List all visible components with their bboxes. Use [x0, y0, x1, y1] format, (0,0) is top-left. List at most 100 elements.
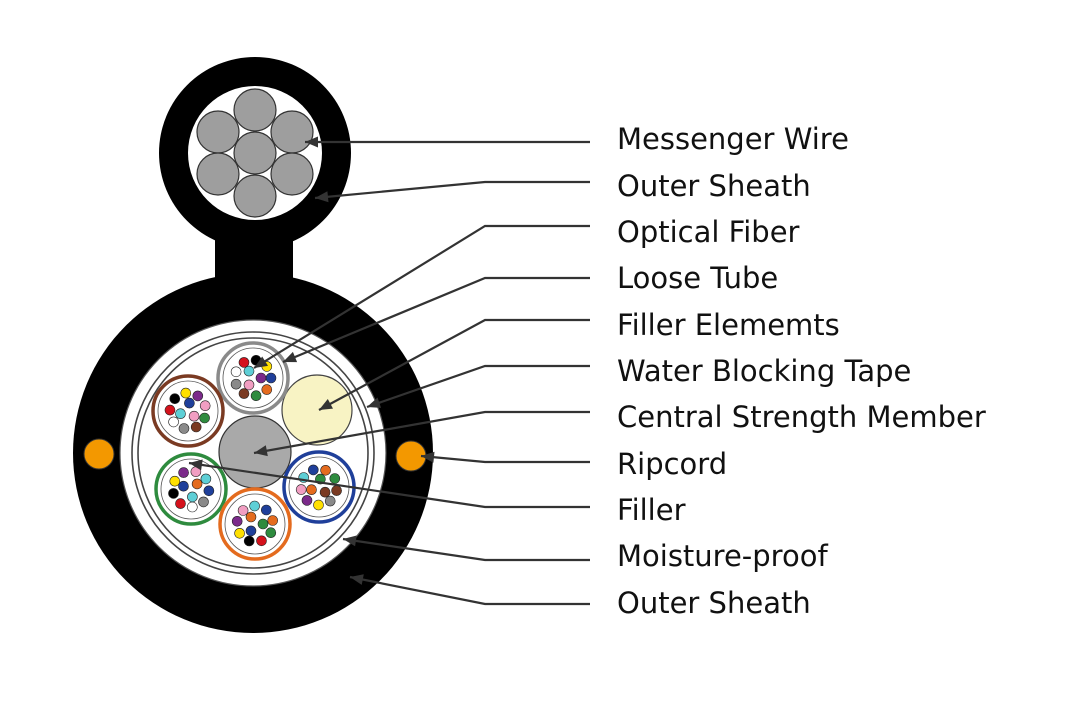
optical-fiber	[191, 478, 203, 490]
optical-fiber	[319, 486, 331, 498]
optical-fiber	[260, 504, 272, 516]
leader-line	[420, 454, 590, 464]
loose-tube-inner-wall	[224, 493, 286, 555]
optical-fiber	[261, 384, 273, 395]
optical-fiber	[198, 496, 209, 508]
loose-tube	[216, 341, 290, 415]
optical-fiber	[178, 467, 189, 478]
optical-fiber	[178, 423, 190, 434]
leader-arrowhead	[319, 399, 333, 410]
optical-fiber	[331, 485, 342, 496]
optical-fiber	[245, 511, 257, 523]
loose-tube-inner-wall	[222, 347, 284, 409]
label-central-strength-member: Central Strength Member	[617, 400, 986, 434]
leader-arrowhead	[283, 351, 298, 363]
main-cable-section	[73, 273, 433, 633]
optical-fiber	[169, 475, 181, 487]
optical-fiber	[184, 397, 195, 409]
messenger-wire-strand	[233, 88, 277, 132]
loose-tube	[154, 452, 228, 526]
label-filler: Filler	[617, 493, 686, 527]
optical-fiber	[295, 484, 307, 495]
leader-line	[253, 410, 590, 455]
messenger-wire-strand	[233, 174, 277, 218]
optical-fiber	[168, 416, 179, 428]
label-outer-sheath-top: Outer Sheath	[617, 169, 811, 203]
optical-fiber	[187, 491, 198, 503]
leader-arrowhead	[367, 397, 382, 408]
optical-fiber	[256, 535, 267, 547]
messenger-wire-strands	[196, 88, 314, 218]
optical-fiber	[245, 525, 257, 537]
optical-fiber	[267, 515, 279, 526]
optical-fiber	[243, 365, 255, 377]
optical-fiber	[313, 499, 324, 511]
optical-fiber	[265, 372, 277, 384]
optical-fiber	[301, 495, 313, 506]
optical-fiber	[203, 485, 215, 497]
leader-line	[342, 537, 590, 562]
leader-line	[349, 575, 590, 606]
messenger-wire-strand	[196, 110, 240, 154]
optical-fiber	[178, 480, 189, 492]
optical-fiber	[180, 387, 192, 399]
optical-fiber	[188, 410, 200, 422]
filler-element	[281, 374, 353, 446]
leader-lines	[188, 136, 590, 606]
leader-line	[366, 364, 590, 409]
leader-line	[314, 180, 590, 200]
optical-fiber	[238, 357, 250, 368]
messenger-wire-strand	[233, 131, 277, 175]
optical-fiber	[192, 390, 204, 402]
leader-arrowhead	[421, 451, 435, 463]
optical-fiber	[190, 421, 202, 433]
loose-tube-inner-wall	[157, 380, 219, 442]
leader-line	[318, 318, 590, 411]
callout-labels: Messenger Wire Outer Sheath Optical Fibe…	[617, 122, 986, 620]
label-outer-sheath-bottom: Outer Sheath	[617, 586, 811, 620]
leader-arrowhead	[305, 136, 318, 148]
optical-fiber	[230, 378, 242, 390]
label-optical-fiber: Optical Fiber	[617, 215, 800, 249]
loose-tube-inner-wall	[160, 458, 222, 520]
leader-arrowhead	[343, 535, 357, 547]
leader-arrowhead	[350, 574, 364, 585]
leader-arrowhead	[189, 459, 203, 471]
optical-fiber	[307, 464, 319, 476]
optical-fiber	[199, 400, 211, 412]
optical-fiber	[250, 390, 262, 402]
optical-fiber	[249, 500, 260, 512]
loose-tube	[218, 487, 292, 561]
messenger-section	[159, 57, 351, 300]
optical-fiber	[324, 495, 336, 507]
optical-fiber	[257, 518, 269, 530]
optical-fiber	[329, 473, 341, 484]
label-water-blocking-tape: Water Blocking Tape	[617, 354, 911, 388]
leader-arrowhead	[254, 356, 268, 368]
loose-tube	[151, 374, 225, 448]
optical-fiber	[175, 408, 186, 420]
label-filler-elements: Filler Elememts	[617, 308, 840, 342]
optical-fiber	[169, 393, 181, 405]
optical-fiber	[199, 412, 210, 424]
label-moisture-proof: Moisture-proof	[617, 539, 828, 573]
messenger-wire-strand	[270, 152, 314, 196]
optical-fiber	[175, 498, 186, 509]
leader-arrowhead	[254, 445, 268, 457]
optical-fiber	[231, 515, 243, 527]
optical-fiber	[168, 488, 179, 499]
optical-fiber	[230, 366, 242, 378]
optical-fiber	[234, 527, 245, 539]
label-loose-tube: Loose Tube	[617, 261, 778, 295]
leader-line	[253, 224, 590, 369]
optical-fiber	[255, 372, 267, 384]
ripcord-left	[83, 438, 115, 470]
optical-fiber	[265, 527, 277, 539]
optical-fiber	[200, 473, 212, 485]
optical-fiber	[243, 535, 255, 547]
leader-line	[282, 276, 590, 364]
messenger-wire-strand	[196, 152, 240, 196]
messenger-wire-strand	[270, 110, 314, 154]
